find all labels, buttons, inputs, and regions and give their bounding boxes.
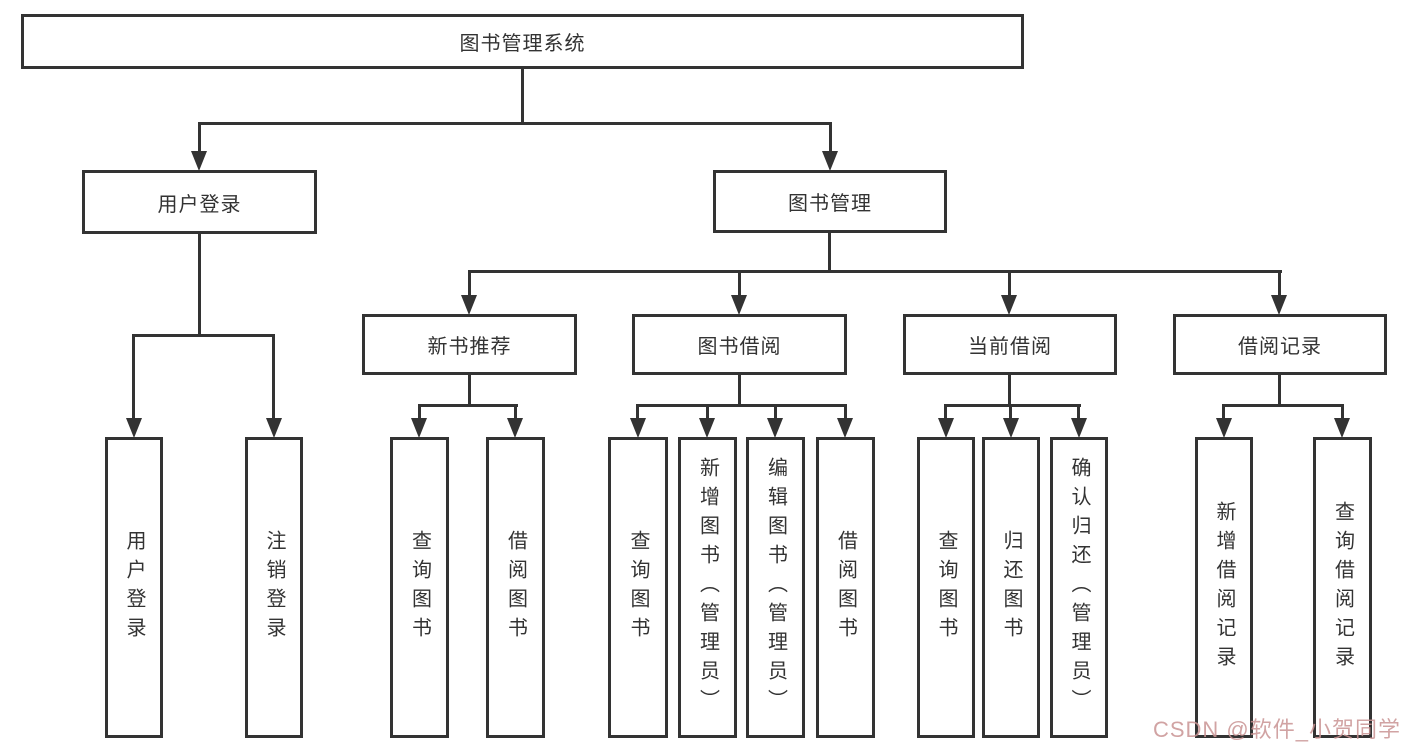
arrowhead-icon [837, 418, 853, 438]
connector-line [1008, 270, 1011, 298]
connector-line [706, 404, 709, 422]
arrowhead-icon [731, 295, 747, 315]
node-book-borrow: 图书借阅 [632, 314, 847, 375]
arrowhead-icon [822, 151, 838, 171]
connector-line [132, 334, 135, 422]
connector-line [1278, 375, 1281, 407]
node-new-book-recommend: 新书推荐 [362, 314, 577, 375]
connector-line [828, 233, 831, 273]
node-borrow-record: 借阅记录 [1173, 314, 1387, 375]
node-user-login-label: 用户登录 [157, 193, 242, 216]
leaf-borrow-add-book-admin-label: 新增图书（管理员） [696, 457, 719, 718]
arrowhead-icon [507, 418, 523, 438]
connector-line [944, 404, 1081, 407]
arrowhead-icon [938, 418, 954, 438]
arrowhead-icon [767, 418, 783, 438]
node-root: 图书管理系统 [21, 14, 1024, 69]
connector-line [1008, 375, 1011, 407]
leaf-current-confirm-return-admin: 确认归还（管理员） [1050, 437, 1108, 738]
node-book-manage: 图书管理 [713, 170, 947, 233]
arrowhead-icon [266, 418, 282, 438]
arrowhead-icon [1271, 295, 1287, 315]
connector-line [844, 404, 847, 422]
arrowhead-icon [126, 418, 142, 438]
leaf-current-confirm-return-admin-label: 确认归还（管理员） [1068, 457, 1090, 718]
node-book-borrow-label: 图书借阅 [697, 336, 782, 358]
node-new-book-recommend-label: 新书推荐 [427, 336, 512, 358]
connector-line [774, 404, 777, 422]
node-current-borrow: 当前借阅 [903, 314, 1117, 375]
leaf-borrow-query-book-label: 查询图书 [627, 529, 649, 646]
node-current-borrow-label: 当前借阅 [968, 336, 1052, 358]
connector-line [468, 270, 1282, 273]
leaf-user-login: 用户登录 [105, 437, 163, 738]
arrowhead-icon [1216, 418, 1232, 438]
arrowhead-icon [461, 295, 477, 315]
connector-line [944, 404, 947, 422]
connector-line [272, 334, 275, 422]
arrowhead-icon [1071, 418, 1087, 438]
connector-line [1222, 404, 1344, 407]
connector-line [514, 404, 517, 422]
leaf-borrow-edit-book-admin-label: 编辑图书（管理员） [764, 457, 787, 718]
leaf-current-return-book: 归还图书 [982, 437, 1040, 738]
connector-line [829, 122, 832, 154]
connector-line [1009, 404, 1012, 422]
leaf-recommend-query-book-label: 查询图书 [408, 529, 431, 646]
leaf-record-query-record-label: 查询借阅记录 [1331, 500, 1354, 675]
arrowhead-icon [1334, 418, 1350, 438]
arrowhead-icon [1001, 295, 1017, 315]
node-root-label: 图书管理系统 [459, 33, 586, 55]
connector-line [198, 122, 832, 125]
connector-line [636, 404, 639, 422]
leaf-borrow-add-book-admin: 新增图书（管理员） [678, 437, 737, 738]
connector-line [198, 122, 201, 154]
connector-line [738, 270, 741, 298]
leaf-recommend-query-book: 查询图书 [390, 437, 449, 738]
leaf-recommend-borrow-book: 借阅图书 [486, 437, 545, 738]
leaf-record-add-record-label: 新增借阅记录 [1213, 500, 1235, 675]
leaf-recommend-borrow-book-label: 借阅图书 [504, 529, 527, 646]
node-book-manage-label: 图书管理 [788, 193, 872, 215]
connector-line [468, 270, 471, 298]
connector-line [132, 334, 275, 337]
connector-line [636, 404, 847, 407]
arrowhead-icon [1003, 418, 1019, 438]
leaf-borrow-borrow-book: 借阅图书 [816, 437, 875, 738]
leaf-current-query-book: 查询图书 [917, 437, 975, 738]
connector-line [521, 69, 524, 125]
connector-line [418, 404, 421, 422]
arrowhead-icon [411, 418, 427, 438]
connector-line [1341, 404, 1344, 422]
arrowhead-icon [699, 418, 715, 438]
csdn-watermark: CSDN @软件_小贺同学 [1152, 717, 1401, 742]
leaf-current-return-book-label: 归还图书 [1000, 529, 1022, 646]
connector-line [1077, 404, 1080, 422]
leaf-current-query-book-label: 查询图书 [935, 529, 957, 646]
leaf-logout: 注销登录 [245, 437, 303, 738]
leaf-borrow-edit-book-admin: 编辑图书（管理员） [746, 437, 805, 738]
leaf-borrow-query-book: 查询图书 [608, 437, 668, 738]
arrowhead-icon [191, 151, 207, 171]
leaf-logout-label: 注销登录 [263, 529, 285, 646]
connector-line [418, 404, 518, 407]
connector-line [1278, 270, 1281, 298]
leaf-borrow-borrow-book-label: 借阅图书 [834, 529, 857, 646]
leaf-record-query-record: 查询借阅记录 [1313, 437, 1372, 738]
arrowhead-icon [630, 418, 646, 438]
connector-line [468, 375, 471, 407]
node-borrow-record-label: 借阅记录 [1238, 336, 1322, 358]
connector-line [738, 375, 741, 407]
connector-line [1222, 404, 1225, 422]
connector-line [198, 234, 201, 337]
leaf-record-add-record: 新增借阅记录 [1195, 437, 1253, 738]
node-user-login: 用户登录 [82, 170, 317, 234]
leaf-user-login-label: 用户登录 [123, 529, 145, 646]
